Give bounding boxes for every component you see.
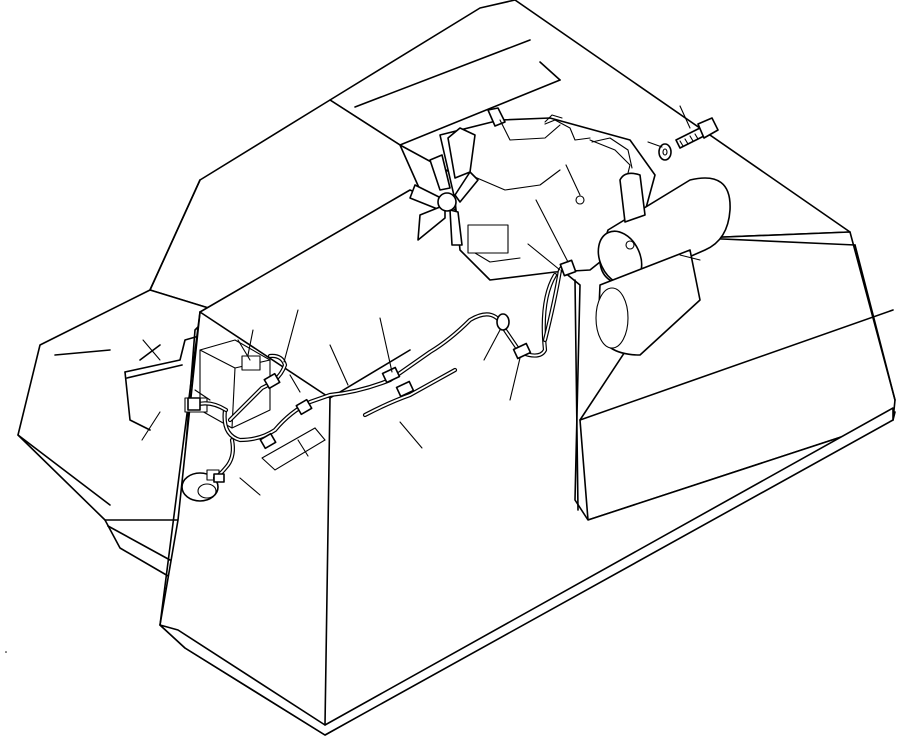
leader-clamp-3 bbox=[509, 357, 521, 401]
harness-clamp-2 bbox=[395, 380, 415, 398]
roof-step-corner bbox=[539, 61, 561, 81]
leader-engine-lead bbox=[527, 243, 561, 271]
cooling-fan bbox=[409, 154, 479, 246]
dipstick-top bbox=[544, 114, 563, 123]
wiring-harness bbox=[187, 259, 577, 483]
harness-clamp-1 bbox=[381, 366, 401, 384]
leader-loose-cable bbox=[399, 421, 423, 449]
bolt bbox=[675, 117, 719, 149]
leader-bolt bbox=[679, 105, 691, 129]
battery-box-hint bbox=[139, 344, 161, 361]
leader-battery-case bbox=[142, 339, 161, 361]
leader-relay bbox=[141, 411, 161, 441]
platform-bottom-edge bbox=[17, 434, 111, 506]
bolt-head bbox=[697, 117, 719, 139]
battery-box-left bbox=[124, 371, 151, 431]
valve-cover-line bbox=[499, 119, 561, 141]
fan-blade-3 bbox=[449, 209, 463, 246]
leader-harness-mid bbox=[329, 344, 349, 386]
flywheel-housing bbox=[595, 287, 629, 349]
leader-grommet bbox=[483, 329, 501, 361]
front-corner-vertical bbox=[324, 397, 331, 726]
engine-top-detail bbox=[544, 119, 591, 141]
leader-lines bbox=[141, 105, 691, 496]
leader-washer bbox=[647, 141, 663, 148]
grommet bbox=[496, 313, 510, 331]
harness-clamp-3 bbox=[512, 342, 532, 360]
exhaust-stack bbox=[619, 172, 646, 223]
engine-connector bbox=[559, 259, 577, 277]
battery-edge-1 bbox=[199, 349, 236, 369]
front-left-vertical bbox=[159, 311, 201, 626]
platform-line-1 bbox=[54, 349, 111, 356]
horn-connector bbox=[213, 473, 225, 483]
front-face-lower bbox=[159, 407, 894, 736]
washer-hole bbox=[662, 148, 668, 156]
muffler-outlet bbox=[625, 240, 635, 250]
leader-harness-branch bbox=[289, 374, 301, 393]
front-top-edge bbox=[199, 311, 331, 399]
turbo-outline bbox=[591, 137, 633, 169]
leader-clamp-1 bbox=[379, 317, 393, 373]
roof-front-edge bbox=[354, 39, 531, 108]
roof-step-edge bbox=[399, 79, 561, 146]
harness-connector-left bbox=[187, 397, 201, 411]
engine-bolt-mark bbox=[575, 195, 585, 205]
leader-horn bbox=[239, 477, 261, 496]
engine-low-line bbox=[469, 249, 521, 263]
leader-battery-terminal bbox=[247, 329, 254, 356]
hood-ridge bbox=[329, 349, 411, 399]
battery-terminal bbox=[241, 355, 261, 371]
upper-left-edge bbox=[149, 179, 201, 291]
platform-foot bbox=[104, 519, 176, 581]
side-panel-line bbox=[579, 309, 894, 421]
hood-right-vertical bbox=[574, 279, 579, 511]
machine-body bbox=[17, 0, 896, 736]
intake-pipe bbox=[447, 127, 476, 179]
leader-engine-mount bbox=[565, 164, 581, 196]
fan-blade-5 bbox=[454, 171, 479, 203]
leader-harness-low bbox=[297, 439, 309, 457]
harness-connector-mid bbox=[295, 398, 313, 416]
bracket-tab bbox=[679, 254, 701, 261]
fan-hub bbox=[437, 192, 457, 212]
muffler bbox=[595, 172, 731, 356]
harness-connector-battery bbox=[263, 372, 281, 390]
bracket-line bbox=[126, 364, 183, 379]
harness-connector-low bbox=[259, 432, 277, 450]
leader-left-connector bbox=[194, 389, 211, 401]
leader-battery-connector bbox=[283, 309, 299, 363]
stray-dot bbox=[5, 651, 7, 653]
horn-center bbox=[197, 483, 217, 499]
fan-blade-2 bbox=[417, 204, 446, 241]
washer bbox=[658, 143, 672, 161]
callout-bracket-box bbox=[261, 427, 326, 471]
engine-mid-line bbox=[469, 169, 561, 191]
platform-foot-inner bbox=[107, 525, 171, 561]
leader-battery-top bbox=[237, 339, 251, 361]
bolt-thread bbox=[679, 133, 699, 147]
fan-blade-4 bbox=[429, 154, 451, 191]
rear-edge-line bbox=[854, 244, 896, 401]
leader-engine-connector bbox=[535, 199, 569, 263]
engine-front-plate bbox=[467, 224, 509, 254]
rear-top-edge bbox=[699, 237, 856, 246]
